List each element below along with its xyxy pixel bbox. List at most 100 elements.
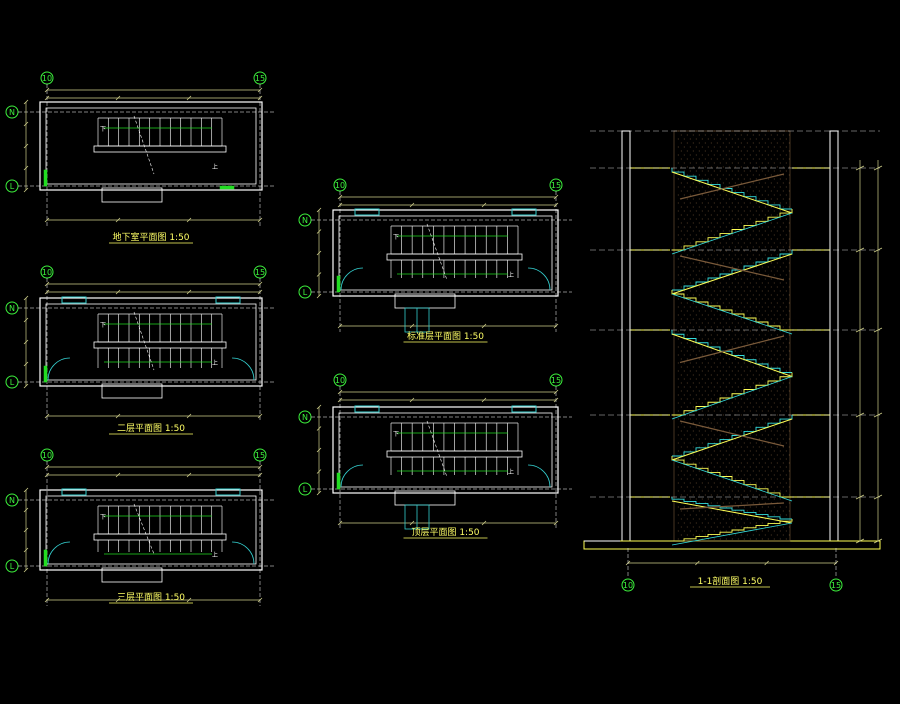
hatch-dot — [737, 138, 739, 140]
hatch-dot — [713, 410, 715, 412]
hatch-dot — [728, 294, 730, 296]
hatch-dot — [689, 458, 691, 460]
door-swing-right — [231, 541, 255, 565]
hatch-dot — [677, 386, 679, 388]
hatch-dot — [677, 154, 679, 156]
hatch-dot — [695, 482, 697, 484]
hatch-dot — [725, 218, 727, 220]
hatch-dot — [686, 502, 688, 504]
hatch-dot — [677, 314, 679, 316]
hatch-dot — [698, 382, 700, 384]
hatch-dot — [734, 350, 736, 352]
hatch-dot — [749, 370, 751, 372]
hatch-dot — [755, 402, 757, 404]
hatch-dot — [704, 190, 706, 192]
hatch-dot — [773, 242, 775, 244]
hatch-dot — [746, 438, 748, 440]
hatch-dot — [680, 478, 682, 480]
hatch-dot — [773, 418, 775, 420]
hatch-dot — [767, 234, 769, 236]
hatch-dot — [764, 374, 766, 376]
hatch-dot — [680, 142, 682, 144]
hatch-dot — [722, 174, 724, 176]
hatch-dot — [740, 454, 742, 456]
hatch-dot — [713, 522, 715, 524]
hatch-dot — [701, 138, 703, 140]
hatch-dot — [719, 170, 721, 172]
hatch-dot — [689, 226, 691, 228]
hatch-dot — [749, 378, 751, 380]
hatch-dot — [704, 238, 706, 240]
hatch-dot — [755, 186, 757, 188]
hatch-dot — [722, 294, 724, 296]
section-dim-tick — [873, 247, 883, 253]
hatch-dot — [683, 154, 685, 156]
hatch-dot — [755, 482, 757, 484]
hatch-dot — [722, 518, 724, 520]
plan-title-basement: 地下室平面图 1:50 — [112, 231, 189, 243]
hatch-dot — [713, 458, 715, 460]
hatch-dot — [695, 362, 697, 364]
hatch-dot — [710, 246, 712, 248]
hatch-dot — [749, 178, 751, 180]
hatch-dot — [764, 270, 766, 272]
hatch-dot — [677, 474, 679, 476]
grid-bubble-standard-l-label: L — [303, 288, 308, 297]
hatch-dot — [770, 534, 772, 536]
hatch-dot — [728, 150, 730, 152]
hatch-dot — [686, 478, 688, 480]
dim-row-bottom-tick — [257, 597, 263, 603]
hatch-dot — [752, 526, 754, 528]
hatch-dot — [746, 510, 748, 512]
hatch-dot — [719, 450, 721, 452]
hatch-dot — [695, 530, 697, 532]
hatch-dot — [680, 182, 682, 184]
hatch-dot — [716, 510, 718, 512]
hatch-dot — [680, 494, 682, 496]
hatch-dot — [734, 158, 736, 160]
dim-row-bottom-tick — [553, 520, 559, 526]
hatch-dot — [734, 222, 736, 224]
section-dim-tick — [855, 538, 865, 544]
hatch-dot — [695, 170, 697, 172]
hatch-dot — [782, 190, 784, 192]
hatch-dot — [773, 282, 775, 284]
hatch-dot — [755, 154, 757, 156]
hatch-dot — [677, 138, 679, 140]
hatch-dot — [710, 366, 712, 368]
hatch-dot — [764, 310, 766, 312]
hatch-dot — [704, 366, 706, 368]
hatch-dot — [710, 454, 712, 456]
hatch-dot — [683, 146, 685, 148]
hatch-dot — [725, 306, 727, 308]
hatch-dot — [767, 306, 769, 308]
hatch-dot — [689, 434, 691, 436]
hatch-dot — [734, 206, 736, 208]
hatch-dot — [731, 378, 733, 380]
window-right — [215, 488, 241, 496]
hatch-dot — [677, 210, 679, 212]
hatch-dot — [689, 386, 691, 388]
hatch-dot — [710, 502, 712, 504]
hatch-dot — [701, 162, 703, 164]
window-right — [511, 405, 537, 413]
hatch-dot — [692, 462, 694, 464]
door-swing-left — [340, 464, 364, 488]
hatch-dot — [758, 238, 760, 240]
hatch-dot — [788, 454, 790, 456]
hatch-dot — [686, 526, 688, 528]
hatch-dot — [680, 518, 682, 520]
hatch-dot — [731, 426, 733, 428]
hatch-dot — [755, 290, 757, 292]
hatch-dot — [758, 438, 760, 440]
hatch-dot — [773, 450, 775, 452]
hatch-dot — [752, 358, 754, 360]
hatch-dot — [761, 410, 763, 412]
hatch-dot — [740, 470, 742, 472]
hatch-dot — [722, 198, 724, 200]
hatch-dot — [704, 142, 706, 144]
hatch-dot — [746, 254, 748, 256]
hatch-dot — [710, 150, 712, 152]
hatch-dot — [722, 390, 724, 392]
hatch-dot — [788, 334, 790, 336]
